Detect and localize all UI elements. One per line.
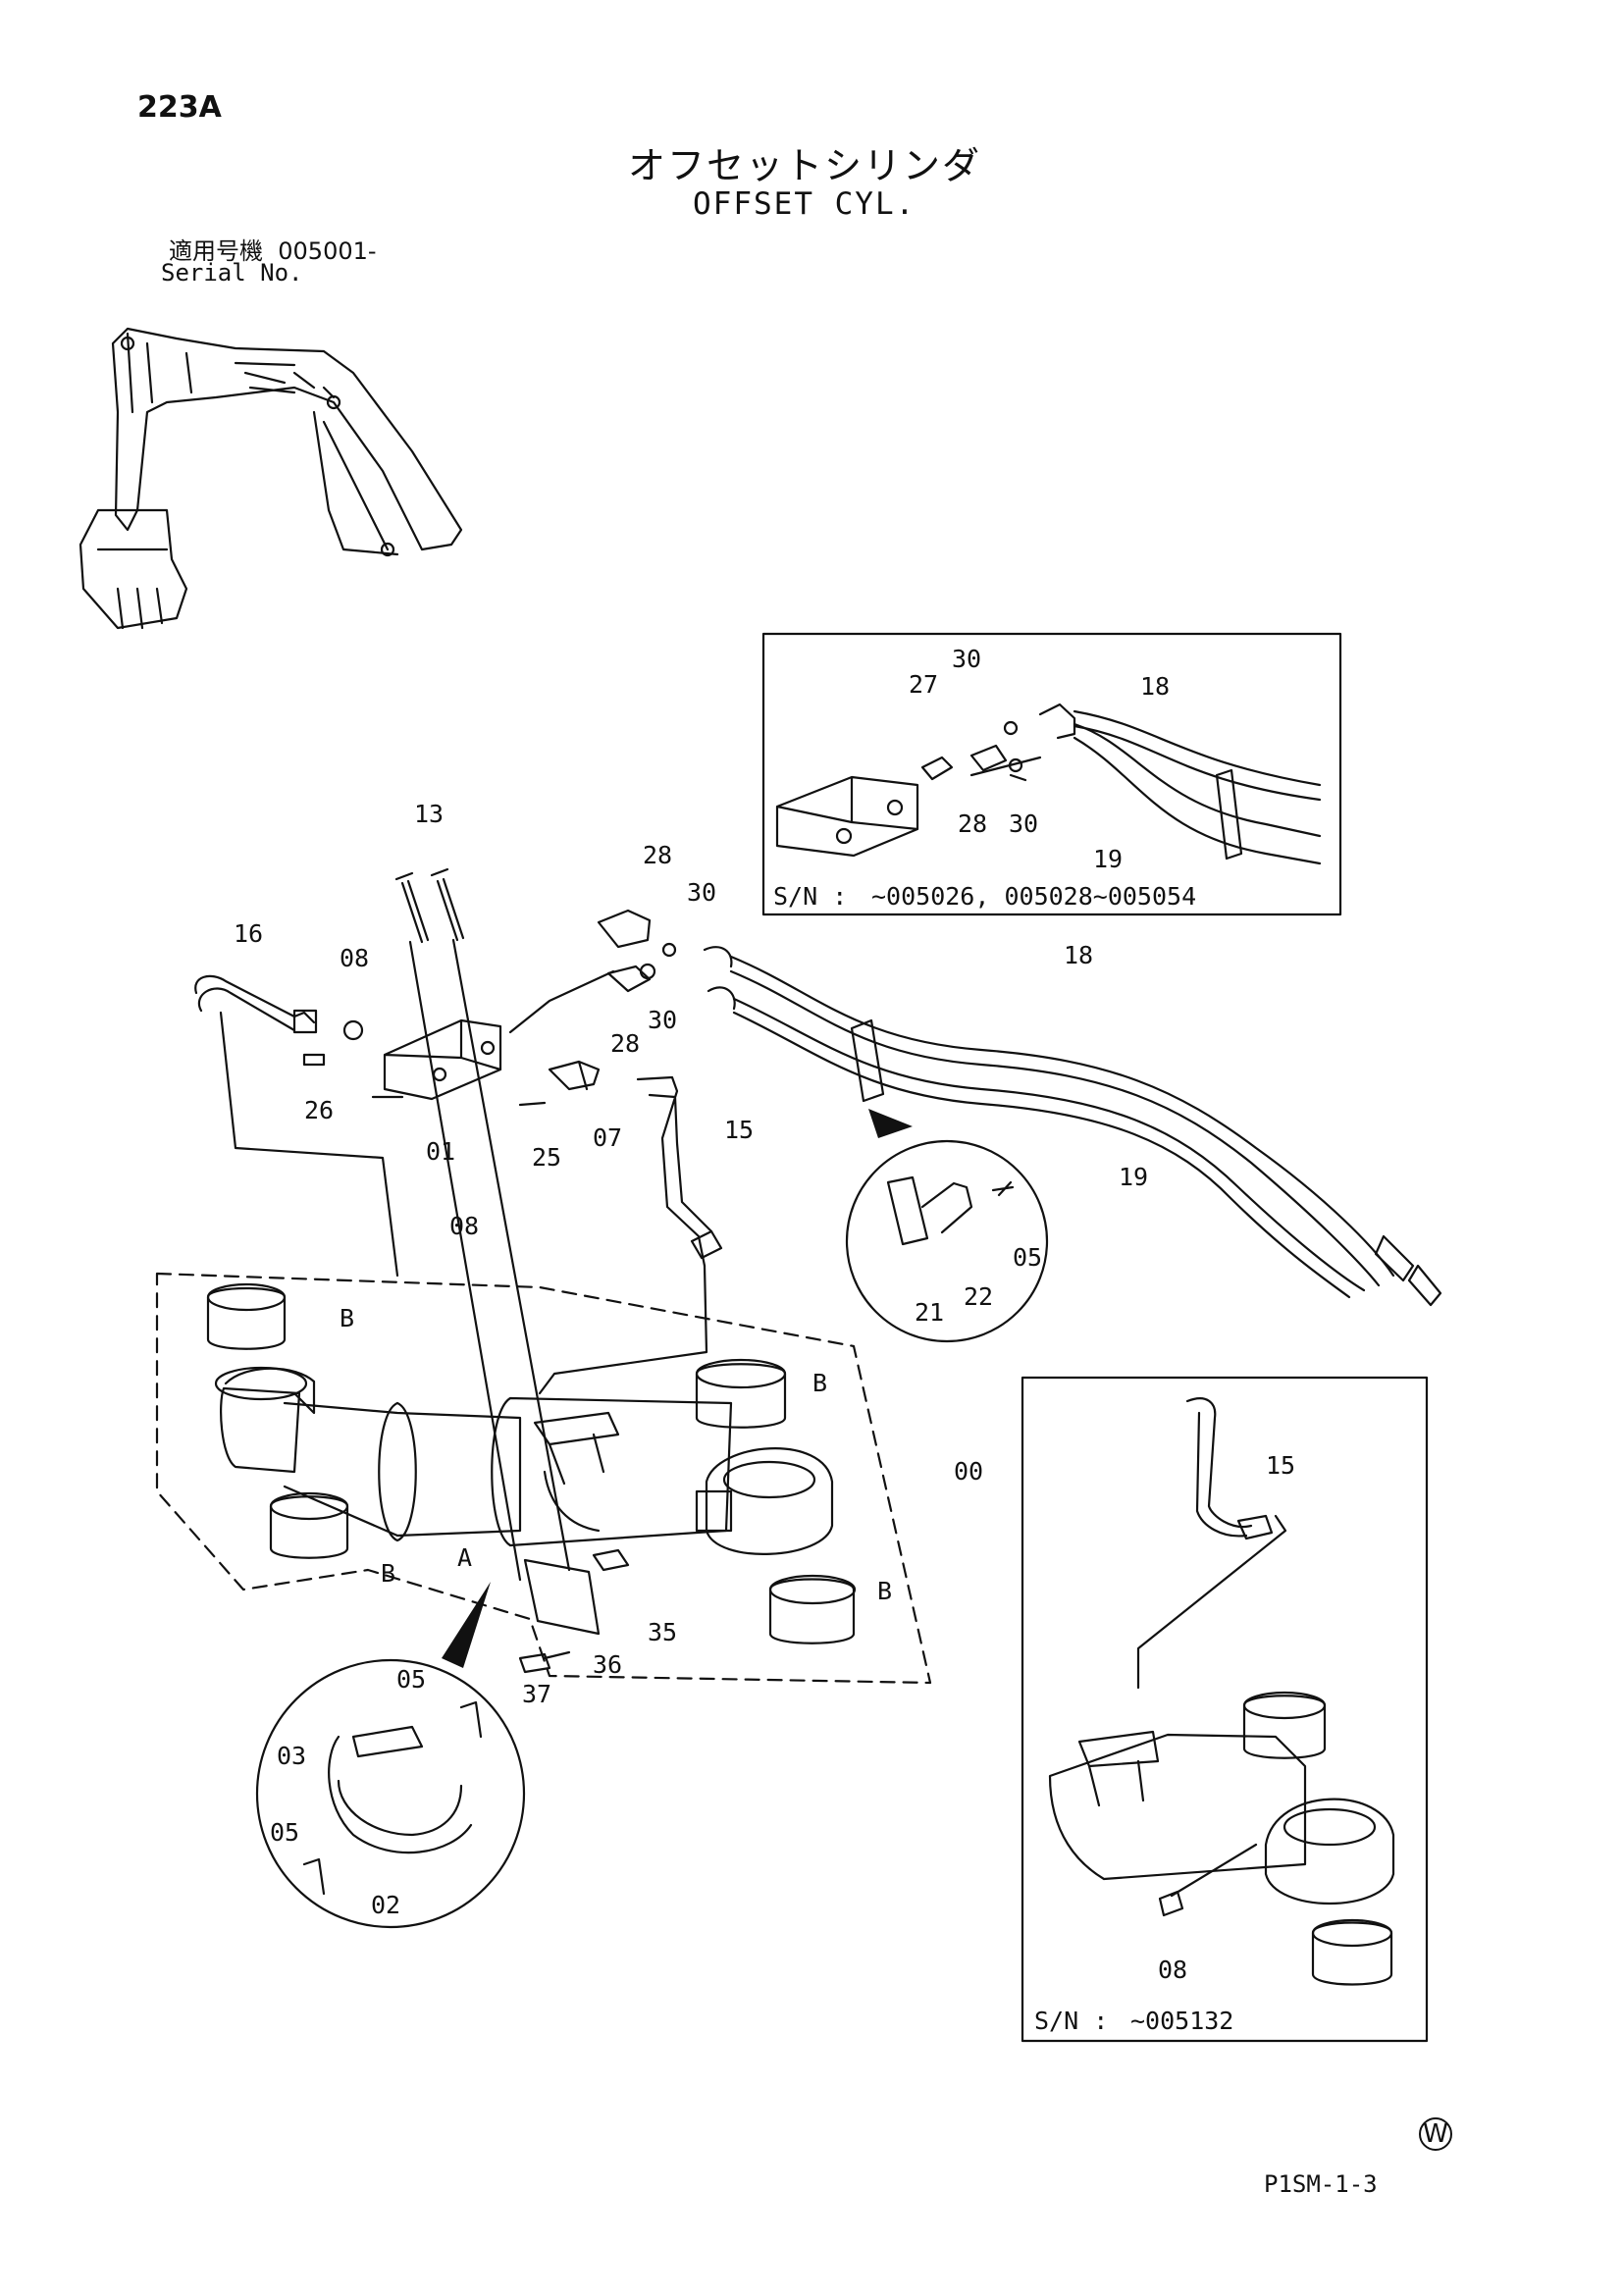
- clip-detail-callouts: 05 21 22: [915, 1243, 1042, 1327]
- inset-top-serial-value: ~005026, 005028~005054: [871, 882, 1196, 911]
- excavator-thumbnail-icon: [79, 327, 463, 630]
- watermark-symbol: W: [1419, 2117, 1452, 2151]
- callout-25: 25: [532, 1143, 561, 1172]
- inset-top-callouts: 27 30 18 28 30 19 S/N : ~005026, 005028~…: [773, 645, 1196, 911]
- serial-label-japanese: 適用号機: [169, 237, 263, 265]
- fitting-07-icon: [548, 1060, 601, 1091]
- callout-08: 08: [449, 1212, 479, 1240]
- callout-a: A: [457, 1543, 472, 1572]
- fitting-08-icon: [342, 1019, 364, 1041]
- callout-05: 05: [1013, 1243, 1042, 1272]
- callout-19: 19: [1119, 1163, 1148, 1191]
- callout-30: 30: [687, 878, 716, 907]
- callout-21: 21: [915, 1298, 944, 1327]
- callout-00: 00: [954, 1457, 983, 1486]
- callout-b: B: [381, 1559, 395, 1588]
- clip-detail-circle: [845, 1139, 1049, 1343]
- clamp-detail-callouts: 05 03 05 02: [270, 1665, 426, 1919]
- callout-18: 18: [1064, 941, 1093, 969]
- inset-top-serial-label: S/N :: [773, 882, 847, 911]
- cylinder-dashed-boundary: [155, 1272, 932, 1685]
- hose-16: [194, 974, 316, 1024]
- callout-18: 18: [1140, 672, 1170, 701]
- callout-08: 08: [340, 944, 369, 972]
- inset-bottom-serial-label: S/N :: [1034, 2007, 1108, 2035]
- callout-13: 13: [414, 800, 444, 828]
- callout-28: 28: [958, 809, 987, 838]
- callout-b: B: [812, 1369, 827, 1397]
- inset-bottom-callouts: 15 08 S/N : ~005132: [1034, 1451, 1295, 2035]
- serial-value: 005001-: [278, 237, 377, 265]
- clamp-detail-circle: [255, 1658, 526, 1929]
- page-title-japanese: オフセットシリンダ: [628, 144, 982, 187]
- callout-22: 22: [964, 1282, 993, 1311]
- serial-label-english: Serial No.: [161, 259, 303, 287]
- callout-19: 19: [1093, 845, 1123, 873]
- serial-row: 適用号機 005001-: [169, 232, 377, 266]
- callout-b: B: [340, 1304, 354, 1332]
- inset-bottom-frame: [1021, 1376, 1429, 2043]
- callout-15: 15: [724, 1116, 754, 1144]
- callout-30: 30: [952, 645, 981, 673]
- bolt-leader-lines: [408, 938, 571, 1582]
- callout-b: B: [877, 1577, 892, 1605]
- page-number: 223A: [137, 90, 222, 125]
- page-code: P1SM-1-3: [1264, 2170, 1378, 2198]
- callout-15: 15: [1266, 1451, 1295, 1480]
- offset-cylinder: [214, 1366, 834, 1555]
- callout-02: 02: [371, 1891, 400, 1919]
- inset-bottom-assembly: [1048, 1397, 1395, 1986]
- hose-15: [636, 1075, 713, 1268]
- callout-07: 07: [593, 1123, 622, 1152]
- main-callouts: 13 16 08 28 30 28 30 26 01 25 07 15 18 1…: [234, 800, 1148, 1708]
- callout-37: 37: [522, 1680, 551, 1708]
- callout-30: 30: [1009, 809, 1038, 838]
- bolt-pair: [394, 867, 465, 944]
- callout-27: 27: [909, 670, 938, 699]
- callout-16: 16: [234, 919, 263, 948]
- callout-08: 08: [1158, 1956, 1187, 1984]
- callout-30: 30: [648, 1006, 677, 1034]
- manifold-block: [383, 1018, 502, 1101]
- hoses-18-19: [703, 946, 1442, 1307]
- collar-b-icon: [206, 1282, 857, 1644]
- callout-26: 26: [304, 1096, 334, 1124]
- callout-01: 01: [426, 1137, 455, 1166]
- page-title-english: OFFSET CYL.: [693, 186, 916, 222]
- callout-03: 03: [277, 1742, 306, 1770]
- callout-28: 28: [643, 841, 672, 869]
- callout-28: 28: [610, 1029, 640, 1058]
- bracket-36: [523, 1558, 601, 1636]
- callout-35: 35: [648, 1618, 677, 1646]
- callout-36: 36: [593, 1650, 622, 1679]
- callout-05: 05: [270, 1818, 299, 1847]
- inset-bottom-serial-value: ~005132: [1130, 2007, 1233, 2035]
- callout-05: 05: [396, 1665, 426, 1694]
- inset-top-assembly: [775, 703, 1322, 865]
- inset-top-frame: [761, 632, 1342, 916]
